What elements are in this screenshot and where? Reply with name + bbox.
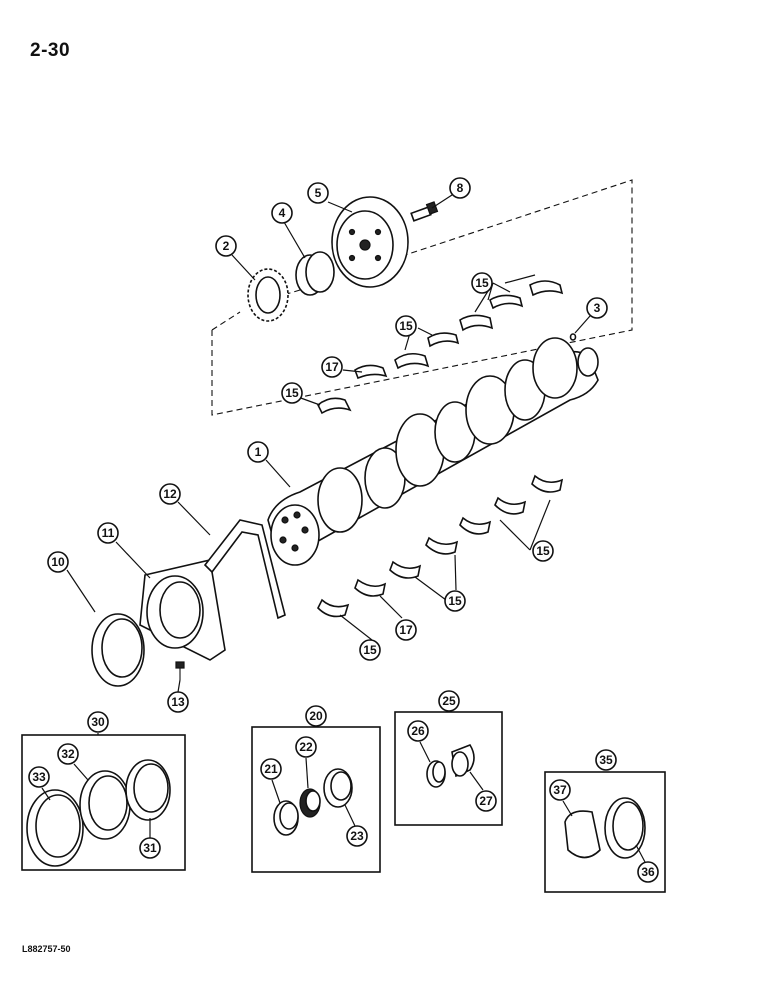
rear-seal <box>91 613 145 687</box>
callout-17-upper: 17 <box>321 356 343 378</box>
svg-text:15: 15 <box>536 544 550 558</box>
svg-text:26: 26 <box>411 724 425 738</box>
callout-4: 4 <box>271 202 293 224</box>
svg-text:15: 15 <box>475 276 489 290</box>
callout-33: 33 <box>28 766 50 788</box>
svg-text:17: 17 <box>399 623 413 637</box>
callout-15-upper-left: 15 <box>281 382 303 404</box>
callout-22: 22 <box>295 736 317 758</box>
callout-11: 11 <box>97 522 119 544</box>
svg-text:32: 32 <box>61 747 75 761</box>
callout-8: 8 <box>449 177 471 199</box>
svg-text:4: 4 <box>279 206 286 220</box>
svg-text:33: 33 <box>32 770 46 784</box>
rear-seal-retainer <box>139 559 226 661</box>
leader-lines <box>66 194 591 693</box>
callout-10: 10 <box>47 551 69 573</box>
svg-text:30: 30 <box>91 715 105 729</box>
callout-17-lower: 17 <box>395 619 417 641</box>
callout-27: 27 <box>475 790 497 812</box>
callout-12: 12 <box>159 483 181 505</box>
svg-text:3: 3 <box>594 301 601 315</box>
callout-21: 21 <box>260 758 282 780</box>
callout-15-upper-right: 15 <box>471 272 493 294</box>
callout-13: 13 <box>167 691 189 713</box>
svg-text:13: 13 <box>171 695 185 709</box>
svg-text:25: 25 <box>442 694 456 708</box>
figure-code: L882757-50 <box>22 944 71 954</box>
callout-1: 1 <box>247 441 269 463</box>
svg-text:27: 27 <box>479 794 493 808</box>
svg-text:2: 2 <box>223 239 230 253</box>
vibration-damper <box>331 196 409 288</box>
callout-23: 23 <box>346 825 368 847</box>
callout-31: 31 <box>139 837 161 859</box>
svg-text:15: 15 <box>399 319 413 333</box>
upper-main-bearings <box>317 280 564 415</box>
crankshaft <box>267 337 599 566</box>
retainer-gasket <box>203 519 286 620</box>
svg-text:22: 22 <box>299 740 313 754</box>
svg-text:10: 10 <box>51 555 65 569</box>
svg-text:15: 15 <box>285 386 299 400</box>
svg-text:1: 1 <box>255 445 262 459</box>
front-wear-sleeve <box>295 251 335 296</box>
callout-15-lower-mid: 15 <box>444 590 466 612</box>
damper-bolt <box>410 201 439 222</box>
svg-text:12: 12 <box>163 487 177 501</box>
callout-32: 32 <box>57 743 79 765</box>
callout-2: 2 <box>215 235 237 257</box>
callout-5: 5 <box>307 182 329 204</box>
svg-text:17: 17 <box>325 360 339 374</box>
svg-text:37: 37 <box>553 783 567 797</box>
page-number: 2-30 <box>30 40 71 61</box>
svg-text:5: 5 <box>315 186 322 200</box>
callout-26: 26 <box>407 720 429 742</box>
svg-text:15: 15 <box>448 594 462 608</box>
callout-3: 3 <box>586 297 608 319</box>
crankshaft-gear <box>247 268 289 322</box>
callout-37: 37 <box>549 779 571 801</box>
svg-text:21: 21 <box>264 762 278 776</box>
callout-20: 20 <box>305 705 327 727</box>
svg-text:31: 31 <box>143 841 157 855</box>
lower-main-bearings <box>317 474 564 618</box>
svg-text:23: 23 <box>350 829 364 843</box>
svg-text:15: 15 <box>363 643 377 657</box>
callout-15-lower-right: 15 <box>532 540 554 562</box>
callout-35: 35 <box>595 749 617 771</box>
callout-25: 25 <box>438 690 460 712</box>
svg-text:35: 35 <box>599 753 613 767</box>
dowel-pin <box>569 333 577 341</box>
callout-15-upper-mid: 15 <box>395 315 417 337</box>
svg-text:8: 8 <box>457 181 464 195</box>
kit-box-30 <box>21 733 186 871</box>
callout-36: 36 <box>637 861 659 883</box>
svg-text:20: 20 <box>309 709 323 723</box>
kit-box-20 <box>251 726 381 873</box>
callout-30: 30 <box>87 711 109 733</box>
callout-15-lower-left: 15 <box>359 639 381 661</box>
retainer-screw <box>175 661 185 680</box>
svg-text:11: 11 <box>102 526 115 540</box>
svg-text:36: 36 <box>641 865 655 879</box>
